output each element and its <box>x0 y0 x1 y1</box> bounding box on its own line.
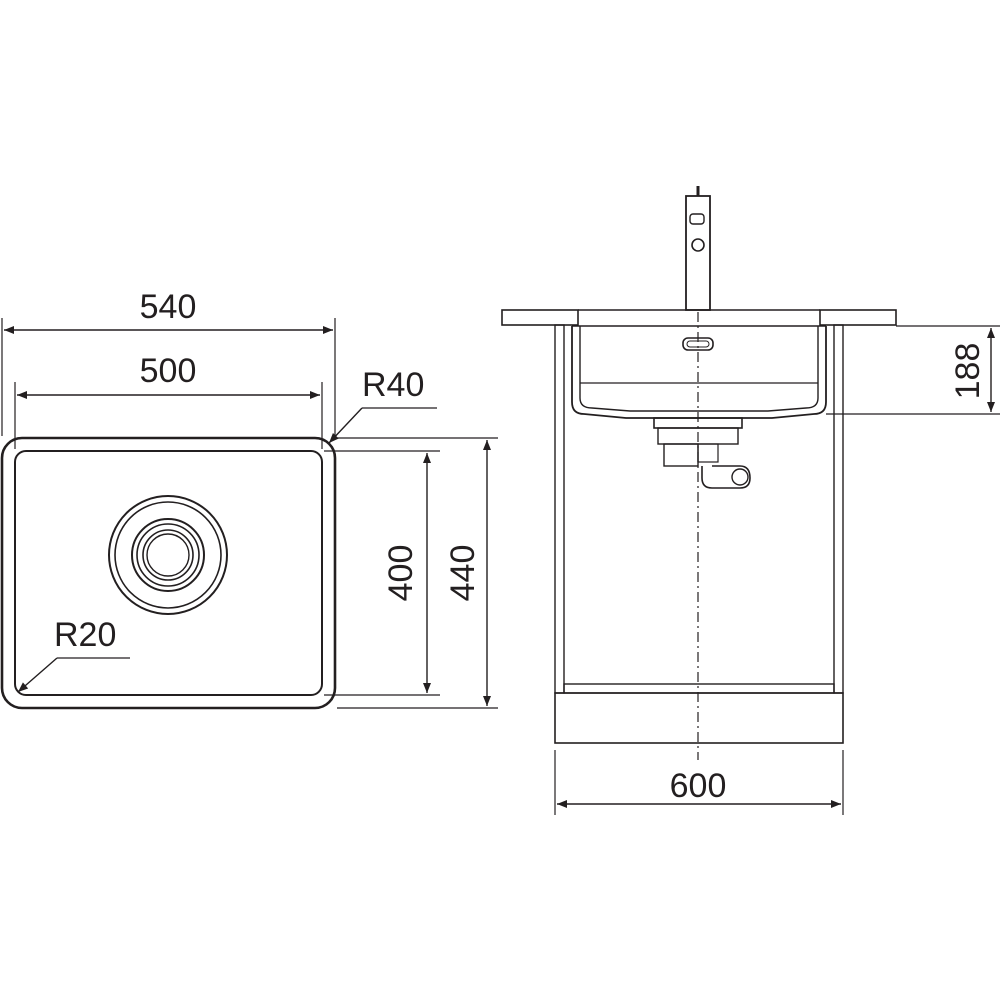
cabinet <box>554 324 844 744</box>
dimension-outer-width: 540 <box>1 288 336 436</box>
radius-inner-leader: R20 <box>17 616 130 693</box>
dimension-outer-depth: 440 <box>337 437 498 709</box>
outer-radius-label: R40 <box>362 366 424 404</box>
inner-width-label: 500 <box>140 352 197 390</box>
outer-width-label: 540 <box>140 288 197 326</box>
radius-outer-leader: R40 <box>328 366 437 444</box>
inner-radius-label: R20 <box>54 616 116 654</box>
cabinet-width-label: 600 <box>670 767 727 805</box>
sink-outer-rim <box>0 436 337 710</box>
dimension-inner-depth: 400 <box>324 450 440 696</box>
bowl-depth-label: 188 <box>949 343 987 400</box>
outer-depth-label: 440 <box>444 545 482 602</box>
side-view: 188 600 <box>501 186 1000 815</box>
drain-trap-icon <box>653 417 751 489</box>
top-view: 540 500 R40 R20 400 <box>0 288 498 710</box>
dimension-cabinet-width: 600 <box>554 750 844 815</box>
dimension-bowl-depth: 188 <box>826 325 1000 415</box>
inner-depth-label: 400 <box>382 545 420 602</box>
drain-icon <box>108 495 228 615</box>
faucet-icon <box>685 186 711 311</box>
sink-bowl-section <box>571 325 827 419</box>
sink-inner-bowl <box>14 450 323 696</box>
countertop <box>501 309 897 326</box>
dimension-inner-width: 500 <box>14 352 323 449</box>
